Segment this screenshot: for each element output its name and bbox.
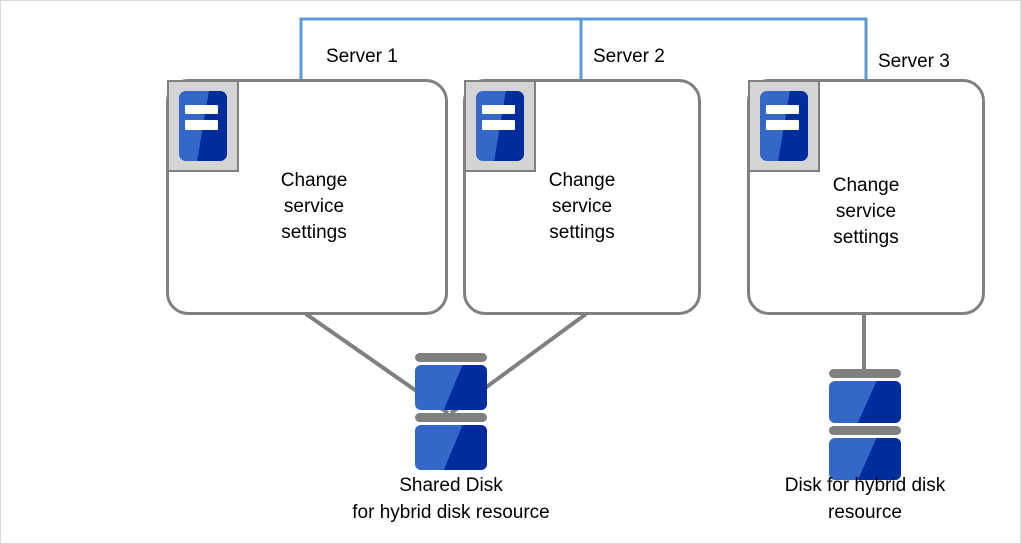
server-3-body-text: Change service settings <box>832 175 900 248</box>
local-disk-icon <box>829 369 901 480</box>
network-bus <box>299 17 868 79</box>
server-icon-2 <box>464 80 536 172</box>
network-label-server-1: Server 1 <box>326 46 398 67</box>
network-label-server-3: Server 3 <box>878 51 950 72</box>
server-1-body-text: Change service settings <box>280 170 348 243</box>
shared-disk-caption: Shared Disk for hybrid disk resource <box>352 475 550 523</box>
server-2-body-text: Change service settings <box>548 170 616 243</box>
server-icon-3 <box>748 80 820 172</box>
shared-disk-icon <box>415 353 487 470</box>
server-icon-1 <box>167 80 239 172</box>
local-disk-caption: Disk for hybrid disk resource <box>784 475 946 523</box>
server-box-2[interactable] <box>463 79 701 315</box>
network-label-server-2: Server 2 <box>593 46 665 67</box>
